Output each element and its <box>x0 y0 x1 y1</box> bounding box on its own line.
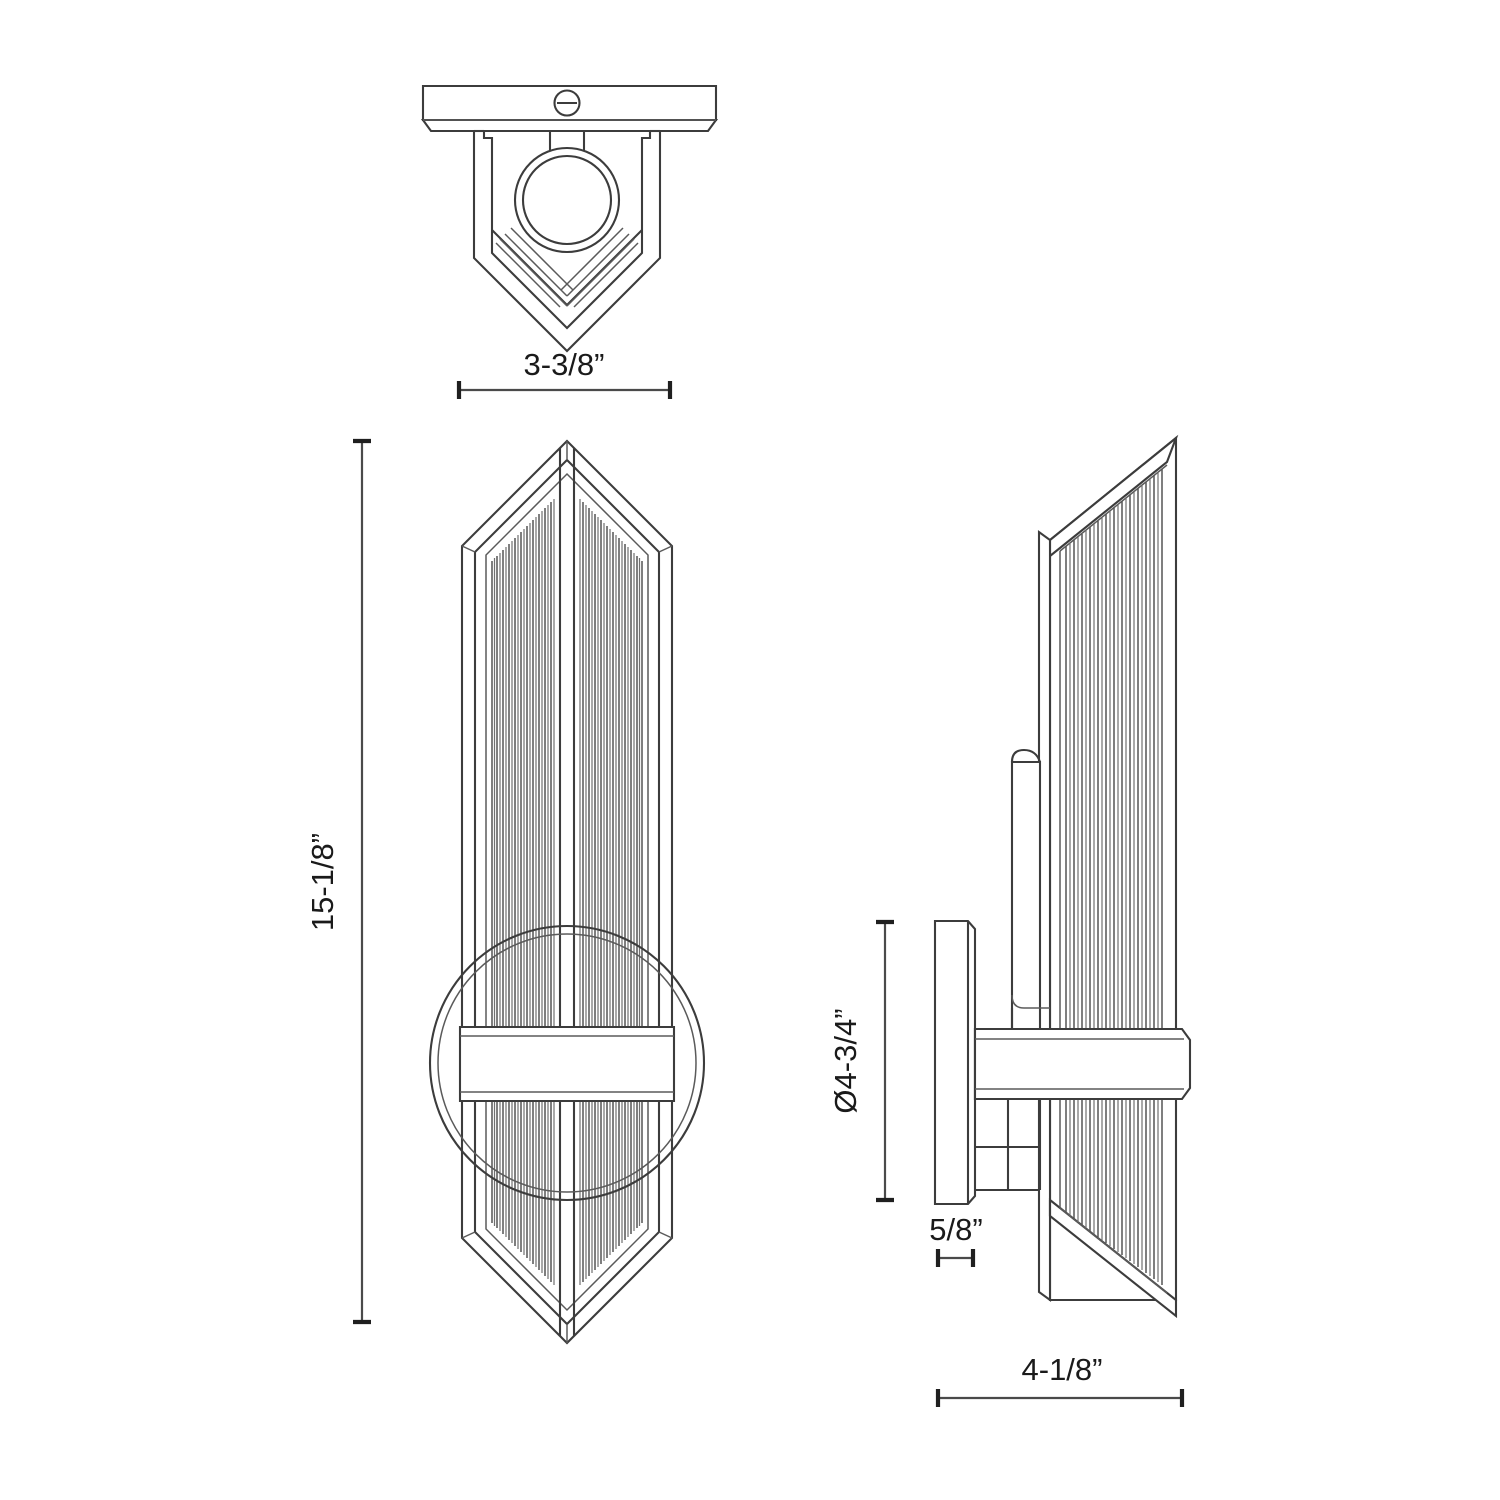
side-view-shade-slab <box>1037 434 1179 1319</box>
dimension-backplate-depth-label: 5/8” <box>929 1212 982 1247</box>
dimension-backplate-diameter: Ø4-3/4” <box>828 919 894 1203</box>
dimension-side-depth-label: 4-1/8” <box>1022 1352 1103 1387</box>
top-view-screw <box>553 89 581 117</box>
side-view-flutes <box>1065 469 1163 1285</box>
top-view-chevron-inner <box>491 229 643 307</box>
dimension-top-width: 3-3/8” <box>456 347 673 399</box>
dimension-backplate-depth: 5/8” <box>929 1212 983 1267</box>
dimension-front-height: 15-1/8” <box>305 438 371 1325</box>
side-view-center-band <box>973 1027 1192 1101</box>
front-view-center-mullion <box>558 448 576 1336</box>
side-view-wall-backplate <box>933 919 977 1206</box>
top-view-chevron-outline <box>472 129 662 353</box>
front-view-flutes-right <box>579 499 643 1285</box>
front-view-outer-shell <box>460 439 674 1345</box>
front-view-group <box>428 439 706 1345</box>
top-view-flute-slivers <box>495 227 639 308</box>
side-view-group <box>933 434 1192 1319</box>
front-view-flutes-left <box>491 499 555 1285</box>
front-view-backplate-ring <box>428 924 706 1202</box>
dimension-side-depth: 4-1/8” <box>935 1352 1185 1407</box>
dimension-front-height-label: 15-1/8” <box>305 833 340 931</box>
front-view-mitre-lines <box>461 441 673 1343</box>
top-view-socket <box>513 146 621 254</box>
dimension-backplate-diameter-label: Ø4-3/4” <box>828 1008 863 1113</box>
front-view-center-band <box>458 1025 676 1103</box>
dimension-top-width-label: 3-3/8” <box>524 347 605 382</box>
top-view-group <box>420 84 719 353</box>
